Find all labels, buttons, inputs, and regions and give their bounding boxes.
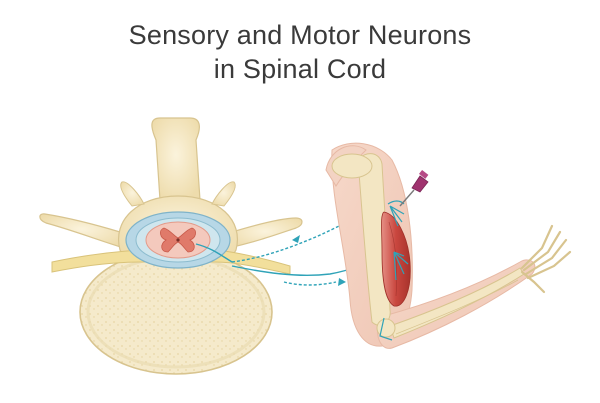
arm-nerve-branches — [379, 200, 409, 341]
signal-arrows — [292, 235, 346, 286]
transverse-process-right — [227, 217, 303, 249]
humerus-bone — [357, 153, 391, 326]
articular-process-left — [120, 181, 145, 207]
articular-process-right — [211, 181, 236, 207]
pin-icon — [399, 169, 429, 207]
diagram-title: Sensory and Motor Neurons in Spinal Cord — [0, 18, 600, 86]
motor-arrow — [338, 278, 346, 286]
title-line-1: Sensory and Motor Neurons — [128, 20, 472, 50]
sensory-arrow — [292, 235, 300, 243]
arm — [325, 142, 572, 349]
title-line-2: in Spinal Cord — [213, 54, 387, 84]
spinous-process — [151, 117, 201, 201]
transverse-process-left — [39, 213, 125, 249]
spinal-cord — [125, 211, 231, 269]
hand — [520, 224, 572, 294]
